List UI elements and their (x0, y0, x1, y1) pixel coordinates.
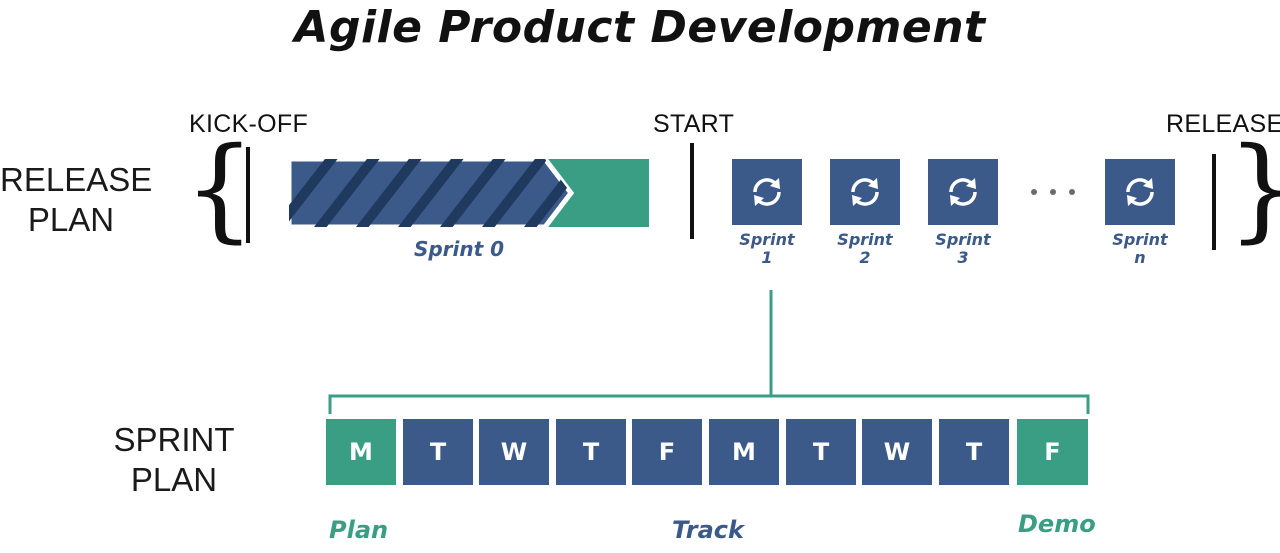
sprint-n-box (1105, 159, 1175, 225)
left-brace: { (184, 124, 256, 254)
day-5-friday: F (632, 419, 702, 485)
cycle-icon (753, 178, 781, 206)
sprint-plan-connector (328, 290, 1090, 414)
start-label: START (653, 110, 735, 138)
ellipsis-dot (1050, 189, 1056, 195)
phase-demo-label: Demo (1018, 510, 1096, 538)
sprint-plan-label-line1: SPRINT (113, 421, 235, 458)
day-3-wednesday: W (479, 419, 549, 485)
sprint-plan-label: SPRINT PLAN (112, 420, 236, 500)
day-4-thursday: T (556, 419, 626, 485)
sprint-name: Sprint (739, 230, 795, 249)
release-plan-label-line2: PLAN (27, 201, 115, 238)
sprint-name: Sprint (935, 230, 991, 249)
diagram-title: Agile Product Development (294, 2, 986, 53)
sprint-number: 1 (761, 248, 773, 267)
ellipsis-dot (1031, 189, 1037, 195)
sprint-n-label: Sprint n (1100, 231, 1180, 267)
sprint-2-label: Sprint 2 (825, 231, 905, 267)
sprint-1-label: Sprint 1 (727, 231, 807, 267)
day-10-friday: F (1017, 419, 1088, 485)
release-plan-label-line1: RELEASE (0, 161, 153, 198)
sprint-0-label: Sprint 0 (413, 237, 505, 261)
day-1-monday: M (326, 419, 396, 485)
sprint-3-label: Sprint 3 (923, 231, 1003, 267)
phase-track-label: Track (672, 516, 744, 544)
cycle-icon (949, 178, 977, 206)
sprint-number: n (1134, 248, 1146, 267)
cycle-icon (851, 178, 879, 206)
day-6-monday: M (709, 419, 779, 485)
start-line (690, 143, 694, 239)
sprint-1-box (732, 159, 802, 225)
sprint-number: 3 (957, 248, 969, 267)
day-2-tuesday: T (403, 419, 473, 485)
day-7-tuesday: T (786, 419, 856, 485)
phase-plan-label: Plan (329, 516, 389, 544)
day-8-wednesday: W (862, 419, 932, 485)
sprint-3-box (928, 159, 998, 225)
release-label: RELEASE (1166, 110, 1280, 138)
sprint-2-box (830, 159, 900, 225)
release-plan-label: RELEASE PLAN (0, 160, 153, 240)
sprint-0-hatching (289, 159, 571, 227)
kickoff-line (246, 147, 250, 243)
release-line (1212, 154, 1216, 250)
sprint-plan-label-line2: PLAN (130, 461, 218, 498)
sprint-number: 2 (859, 248, 871, 267)
kickoff-label: KICK-OFF (189, 110, 309, 138)
sprint-name: Sprint (837, 230, 893, 249)
day-9-thursday: T (939, 419, 1009, 485)
cycle-icon (1126, 178, 1154, 206)
sprint-0-bar (289, 159, 649, 227)
ellipsis-dot (1069, 189, 1075, 195)
right-brace: } (1227, 133, 1280, 245)
sprint-name: Sprint (1112, 230, 1168, 249)
